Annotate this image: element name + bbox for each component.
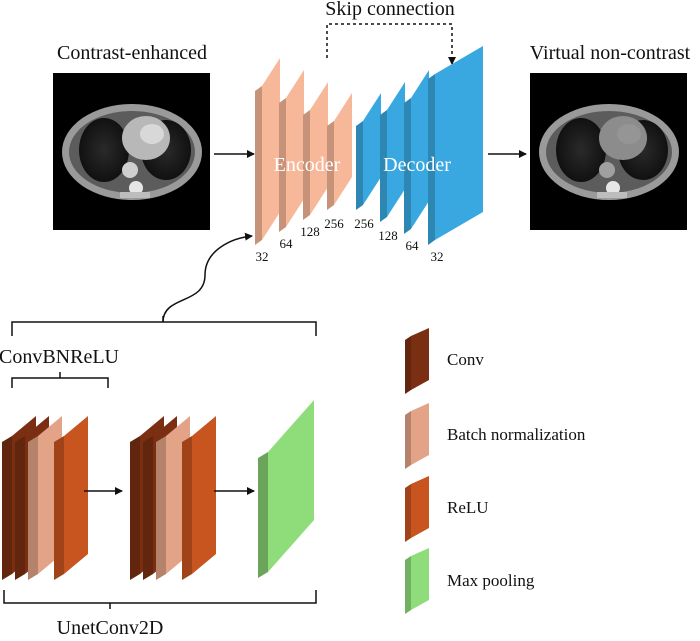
decoder-block-3-face xyxy=(411,70,429,229)
encoder-block-3-face xyxy=(310,82,328,215)
encoder-channel-1: 32 xyxy=(256,249,269,264)
unetconv2d-layers xyxy=(2,400,314,580)
legend-swatch-max-pooling-face xyxy=(411,548,429,610)
decoder-channel-3: 64 xyxy=(406,238,420,253)
decoder-block-2-edge xyxy=(380,110,387,222)
decoder-block-1 xyxy=(356,93,381,210)
output-label: Virtual non-contrast xyxy=(530,42,691,64)
decoder-block-2-face xyxy=(387,82,405,217)
decoder-block-2 xyxy=(380,82,405,222)
legend-label-relu: ReLU xyxy=(447,498,489,517)
legend-swatch-max-pooling xyxy=(405,548,429,614)
encoder-block-2-edge xyxy=(279,98,286,232)
legend-swatch-conv-face xyxy=(411,328,429,390)
decoder-channel-2: 128 xyxy=(378,228,398,243)
decoder-block-4-face xyxy=(435,46,483,240)
convbnrelu-1-conv-2-edge xyxy=(15,436,25,580)
encoder-block-4 xyxy=(327,93,352,210)
legend-swatch-conv-edge xyxy=(405,336,411,394)
skip-connection-line xyxy=(326,23,456,65)
input-ct-image xyxy=(53,73,210,230)
legend-swatch-relu-edge xyxy=(405,484,411,542)
encoder-channel-3: 128 xyxy=(300,224,320,239)
legend-swatch-max-pooling-edge xyxy=(405,556,411,614)
maxpool-edge xyxy=(258,452,268,578)
decoder-block-1-edge xyxy=(356,121,363,210)
input-label: Contrast-enhanced xyxy=(57,42,207,64)
maxpool-face xyxy=(268,400,314,572)
legend-swatch-batch-norm xyxy=(405,403,429,469)
encoder-block-1-edge xyxy=(255,86,262,245)
convbnrelu-bracket xyxy=(11,372,109,388)
convbnrelu-label: ConvBNReLU xyxy=(0,346,120,368)
encoder-block-2 xyxy=(279,70,304,232)
skip-connection-label: Skip connection xyxy=(325,0,454,20)
encoder-label: Encoder xyxy=(274,154,341,176)
detail-connector xyxy=(162,232,253,323)
encoder-block-4-face xyxy=(334,93,352,205)
legend-swatch-relu xyxy=(405,476,429,542)
output-ct-image xyxy=(530,73,687,230)
legend-label-max-pooling: Max pooling xyxy=(447,571,535,590)
convbnrelu-1-batchnorm-edge xyxy=(28,436,38,580)
legend-swatch-batch-norm-face xyxy=(411,403,429,465)
convbnrelu-1-relu xyxy=(54,416,88,580)
convbnrelu-2-relu-edge xyxy=(182,436,192,580)
convbnrelu-2-batchnorm-edge xyxy=(156,436,166,580)
convbnrelu-2-conv-2-edge xyxy=(143,436,153,580)
encoder-block-3-edge xyxy=(303,110,310,220)
decoder-block-4-edge xyxy=(428,74,435,245)
unetconv2d-bracket xyxy=(3,590,317,609)
legend-swatch-conv xyxy=(405,328,429,394)
convbnrelu-2-relu-face xyxy=(192,416,216,574)
encoder-decoder-blocks xyxy=(255,46,483,245)
convbnrelu-2-conv-edge xyxy=(130,436,140,580)
legend-swatch-batch-norm-edge xyxy=(405,411,411,469)
maxpool-layer xyxy=(258,400,314,578)
detail-bracket xyxy=(11,316,317,336)
encoder-channel-2: 64 xyxy=(280,236,294,251)
decoder-label: Decoder xyxy=(383,154,451,176)
encoder-block-1 xyxy=(255,58,280,245)
convbnrelu-1-relu-edge xyxy=(54,436,64,580)
legend-label-conv: Conv xyxy=(447,350,484,369)
unetconv2d-label: UnetConv2D xyxy=(57,617,164,639)
decoder-block-4 xyxy=(428,46,483,245)
encoder-block-2-face xyxy=(286,70,304,227)
convbnrelu-1-conv-edge xyxy=(2,436,12,580)
decoder-block-3 xyxy=(404,70,429,234)
encoder-channel-4: 256 xyxy=(324,216,344,231)
legend-label-batch-norm: Batch normalization xyxy=(447,425,586,444)
decoder-channel-4: 32 xyxy=(431,249,444,264)
decoder-block-1-face xyxy=(363,93,381,205)
decoder-channel-1: 256 xyxy=(354,216,374,231)
decoder-block-3-edge xyxy=(404,98,411,234)
legend-swatch-relu-face xyxy=(411,476,429,538)
convbnrelu-2-relu xyxy=(182,416,216,580)
encoder-block-3 xyxy=(303,82,328,220)
encoder-block-1-face xyxy=(262,58,280,240)
legend xyxy=(405,328,429,614)
convbnrelu-1-relu-face xyxy=(64,416,88,574)
encoder-block-4-edge xyxy=(327,121,334,210)
